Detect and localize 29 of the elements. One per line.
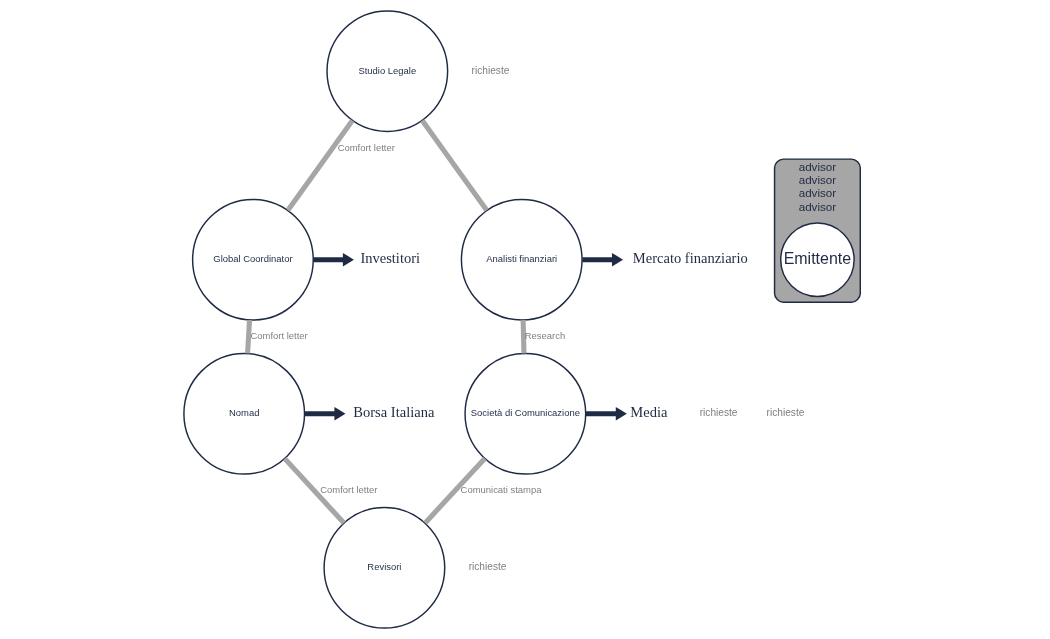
label: richieste bbox=[471, 64, 510, 76]
node-circle: Global Coordinator bbox=[191, 198, 314, 321]
node-circle: Analisti finanziari bbox=[460, 198, 583, 321]
node-text: Media bbox=[630, 404, 668, 421]
arrow bbox=[585, 407, 627, 421]
edge-label: Comfort letter bbox=[320, 484, 378, 496]
connector bbox=[285, 119, 355, 212]
arrow bbox=[582, 253, 623, 267]
connector bbox=[282, 456, 346, 525]
connector bbox=[420, 119, 489, 212]
node-circle: Società di Comunicazione bbox=[464, 352, 587, 475]
node-text: Investitori bbox=[360, 250, 421, 267]
node-text: Mercato finanziario bbox=[632, 250, 748, 267]
node-circle: Emittente bbox=[780, 222, 855, 298]
edge-label: Comfort letter bbox=[337, 141, 395, 153]
label: richieste bbox=[699, 407, 738, 419]
label: richieste bbox=[766, 407, 805, 419]
connector bbox=[423, 456, 487, 525]
node-circle: Studio Legale bbox=[326, 10, 449, 133]
edge-label: Comfort letter bbox=[250, 330, 308, 342]
arrow bbox=[313, 253, 354, 267]
label: richieste bbox=[468, 561, 507, 573]
node-circle: Revisori bbox=[323, 506, 446, 629]
connector bbox=[245, 319, 253, 354]
arrow bbox=[304, 407, 346, 421]
connector bbox=[520, 320, 527, 354]
node-circle: Nomad bbox=[183, 352, 306, 475]
edge-label: Comunicati stampa bbox=[460, 484, 542, 496]
node-text: Borsa Italiana bbox=[353, 404, 435, 421]
